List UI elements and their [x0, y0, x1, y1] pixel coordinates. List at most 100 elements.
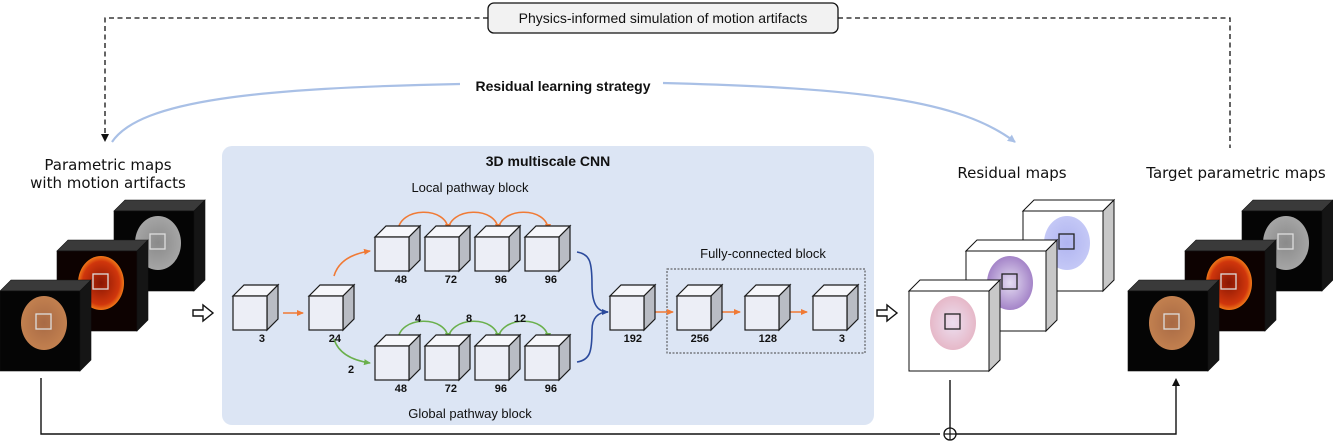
skip-line-from-input — [40, 378, 940, 435]
slab-top-face — [1127, 279, 1220, 292]
input-map-stack — [0, 199, 206, 372]
cube-front-face — [232, 295, 268, 331]
roi-box — [1220, 273, 1237, 290]
cube-channel-label: 256 — [691, 333, 709, 345]
input-slab-copper — [0, 279, 92, 372]
residual-learning-arc: Residual learning strategy — [111, 78, 1016, 143]
cube-input: 3 — [231, 283, 280, 345]
slab-side-face — [988, 278, 1001, 373]
cube-channel-label: 48 — [395, 383, 407, 395]
local-skip-arc-3 — [497, 211, 551, 233]
cube-channel-label: 192 — [624, 333, 642, 345]
fc-block-title: Fully-connected block — [700, 246, 826, 261]
local-skip-arc-2 — [447, 211, 501, 233]
cube-channel-label: 72 — [445, 274, 457, 286]
dashed-line-from-target — [838, 17, 1231, 148]
global-skip-arc-3 — [497, 320, 551, 342]
residual-arc-left — [111, 82, 461, 143]
sum-plus-glyph — [944, 428, 956, 440]
cube-global-2: 72 — [423, 333, 472, 395]
brain-slice-image — [21, 296, 67, 350]
cube-front-face — [474, 345, 510, 381]
cube-front-face — [424, 345, 460, 381]
slab-top-face — [907, 279, 1002, 292]
global-pathway-title: Global pathway block — [408, 406, 532, 421]
cube-channel-label: 128 — [759, 333, 777, 345]
cube-fc-3: 3 — [811, 283, 860, 345]
cube-channel-label: 96 — [545, 274, 557, 286]
simulation-box-frame — [487, 2, 839, 34]
global-entry-dilation: 2 — [348, 364, 354, 376]
input-maps-group: Parametric maps with motion artifacts — [0, 156, 206, 372]
cube-channel-label: 96 — [495, 383, 507, 395]
hollow-arrow-to-residual-icon — [876, 303, 899, 323]
cube-front-face — [308, 295, 344, 331]
roi-box — [149, 233, 166, 250]
dilation-label-3: 12 — [514, 313, 526, 325]
cube-front-face — [609, 295, 645, 331]
brain-slice-image — [1149, 296, 1195, 350]
skip-connection-sum — [40, 378, 1180, 441]
dilation-labels: 4 8 12 — [415, 313, 526, 325]
global-skip-arc-1 — [397, 320, 451, 342]
residual-maps-title: Residual maps — [957, 164, 1066, 182]
local-skip-arcs — [397, 211, 551, 233]
cube-front-face — [524, 236, 560, 272]
slab-top-face — [56, 239, 149, 252]
residual-slab-copper — [907, 278, 1002, 373]
target-slab-copper — [1127, 279, 1220, 372]
cnn-title: 3D multiscale CNN — [486, 153, 610, 169]
slab-side-face — [1045, 238, 1058, 333]
cube-front-face — [374, 236, 410, 272]
residual-maps-group: Residual maps — [907, 164, 1116, 373]
cube-fc-1: 256 — [675, 283, 724, 345]
cnn-panel: 3D multiscale CNN Local pathway block Gl… — [222, 146, 874, 425]
target-map-stack — [1127, 199, 1333, 372]
residual-strategy-label: Residual learning strategy — [475, 78, 650, 94]
roi-box — [35, 313, 52, 330]
arrow-to-target — [956, 378, 1180, 435]
slab-side-face — [193, 199, 206, 292]
roi-box — [92, 273, 109, 290]
slab-top-face — [1241, 199, 1333, 212]
global-skip-arcs — [397, 320, 551, 342]
arrow-to-global-pathway — [333, 338, 371, 366]
cube-channel-label: 72 — [445, 383, 457, 395]
dashed-arrow-to-input — [101, 17, 488, 142]
global-skip-arc-2 — [447, 320, 501, 342]
roi-box — [1058, 233, 1075, 250]
simulation-box-label: Physics-informed simulation of motion ar… — [519, 10, 808, 26]
simulation-feedback-loop — [101, 17, 1231, 148]
slab-side-face — [1102, 198, 1115, 293]
brace-upper — [576, 251, 609, 313]
cube-front-face — [474, 236, 510, 272]
hollow-arrow-into-cnn-icon — [192, 303, 215, 323]
input-brain-copper — [21, 296, 67, 350]
local-skip-arc-1 — [397, 211, 451, 233]
input-slab-grayscale — [113, 199, 206, 292]
roi-box — [944, 313, 961, 330]
cube-global-4: 96 — [523, 333, 572, 395]
cube-channel-label: 24 — [329, 333, 342, 345]
cube-concat: 192 — [608, 283, 657, 345]
cube-channel-label: 3 — [839, 333, 845, 345]
residual-brain-3 — [930, 296, 976, 350]
local-pathway-title: Local pathway block — [411, 180, 529, 195]
input-maps-title-line2: with motion artifacts — [30, 174, 186, 192]
cube-channel-label: 48 — [395, 274, 407, 286]
slab-side-face — [136, 239, 149, 332]
brace-lower — [576, 309, 609, 363]
cube-front-face — [524, 345, 560, 381]
cube-front-face — [812, 295, 848, 331]
arrow-to-local-pathway — [333, 248, 371, 277]
cube-fc-2: 128 — [743, 283, 792, 345]
residual-map-stack — [907, 198, 1116, 373]
residual-arc-right — [662, 81, 1016, 143]
cube-channel-label: 3 — [259, 333, 265, 345]
cube-front-face — [676, 295, 712, 331]
slab-top-face — [0, 279, 92, 292]
residual-slab-grayscale — [1021, 198, 1116, 293]
cube-local-2: 72 — [423, 224, 472, 286]
cube-local-3: 96 — [473, 224, 522, 286]
